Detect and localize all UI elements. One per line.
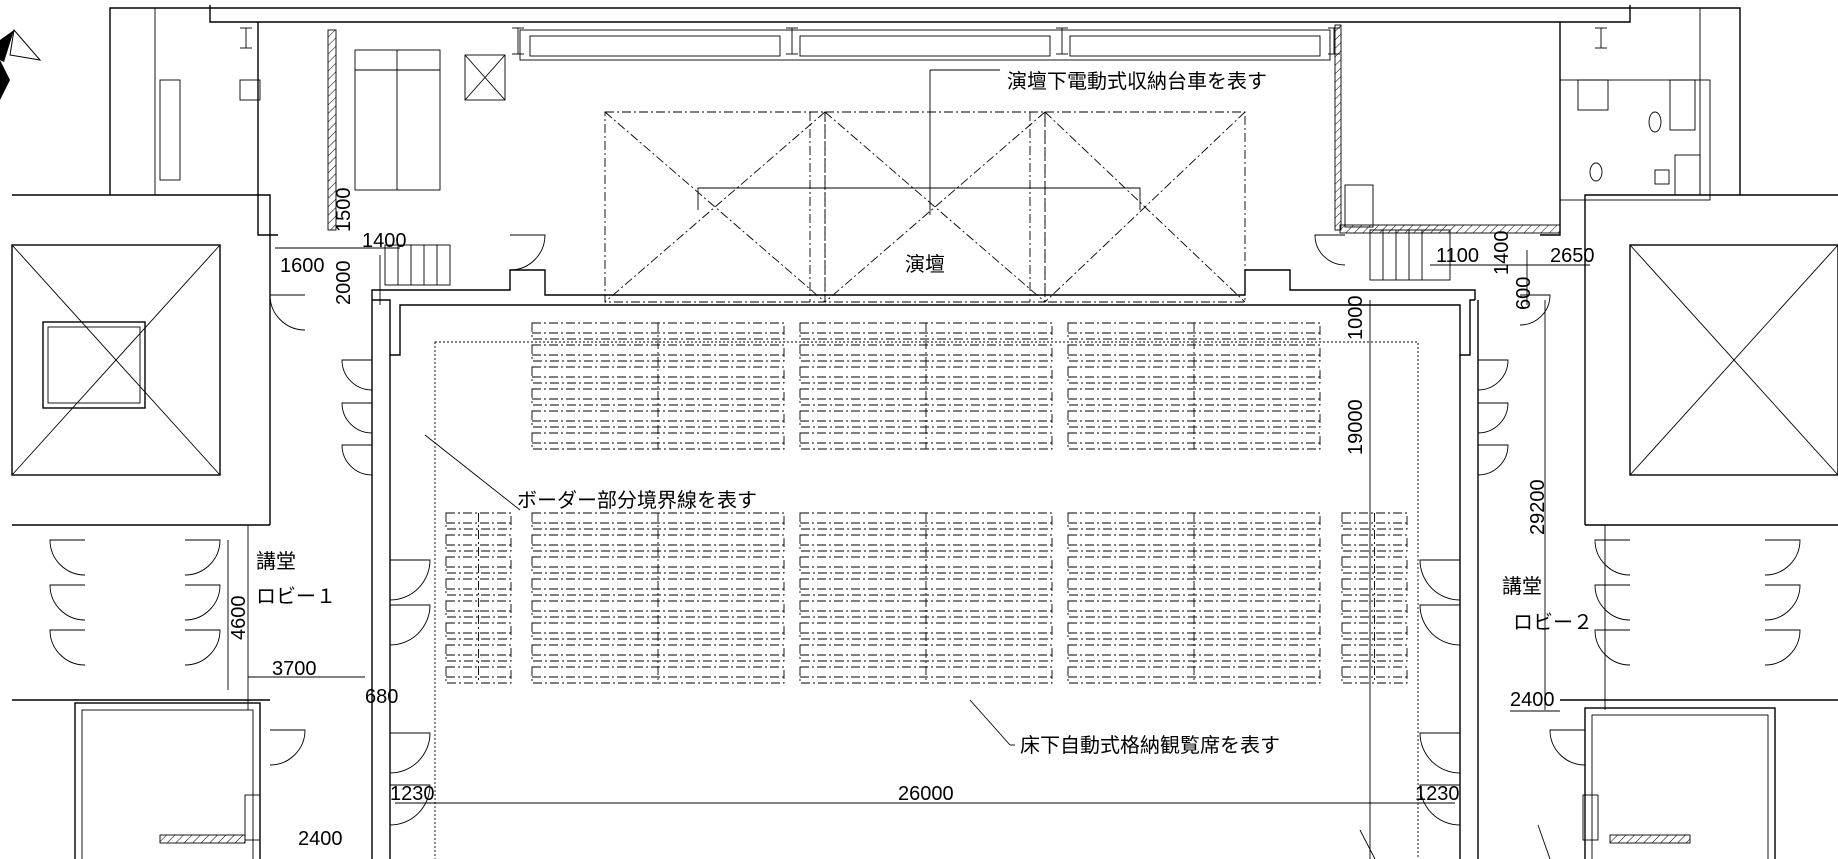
door-swing-icon — [509, 234, 546, 271]
dim-1600: 1600 — [280, 255, 325, 277]
stage-label: 演壇 — [905, 252, 945, 276]
seat-row — [445, 556, 512, 574]
door-swing-icon — [389, 604, 431, 646]
door-swing-icon — [269, 294, 306, 331]
north-arrow-icon — [0, 28, 42, 100]
door-swing-icon — [1519, 294, 1551, 326]
left-stair-core — [159, 29, 506, 286]
door-swing-icon — [341, 444, 373, 476]
seat-row — [1341, 644, 1408, 662]
door-swing-icons — [49, 234, 1801, 826]
dim-680: 680 — [365, 686, 398, 708]
seating-blocks — [445, 322, 1408, 684]
dim-1500: 1500 — [333, 188, 355, 233]
seat-row — [1341, 578, 1408, 596]
lobby2-title: 講堂 — [1502, 574, 1542, 598]
door-swing-icon — [1594, 539, 1631, 576]
door-swing-icon — [1549, 729, 1586, 766]
dim-19000: 19000 — [1345, 399, 1367, 455]
lobby1-name: ロビー１ — [256, 584, 336, 608]
seat-row — [445, 644, 512, 662]
door-swing-icon — [389, 732, 431, 774]
door-swing-icon — [49, 629, 86, 666]
stage-area — [371, 111, 1476, 356]
left-elevator-block — [11, 244, 221, 476]
door-swing-icon — [341, 359, 373, 391]
door-swing-icon — [1419, 732, 1461, 774]
column-markers — [240, 27, 1607, 55]
dim-4600: 4600 — [228, 596, 250, 641]
door-swing-icon — [184, 629, 221, 666]
seat-row — [445, 578, 512, 596]
seat-row — [445, 666, 512, 684]
door-swing-icon — [1477, 444, 1509, 476]
building-outline — [12, 5, 1838, 526]
door-swing-icon — [49, 539, 86, 576]
border-note: ボーダー部分境界線を表す — [517, 488, 757, 512]
door-swing-icon — [1477, 359, 1509, 391]
lobby2-name: ロビー２ — [1513, 610, 1593, 634]
door-swing-icon — [49, 584, 86, 621]
dim-1230-left: 1230 — [390, 783, 435, 805]
seat-row — [1341, 556, 1408, 574]
door-swing-icon — [184, 539, 221, 576]
seat-row — [1341, 600, 1408, 618]
door-swing-icon — [1419, 784, 1461, 826]
seat-row — [1341, 512, 1408, 530]
door-swing-icon — [1314, 234, 1346, 266]
seat-row — [1341, 622, 1408, 640]
seat-row — [445, 534, 512, 552]
dim-600: 600 — [1513, 277, 1535, 310]
seat-row — [445, 512, 512, 530]
door-swing-icon — [1477, 402, 1509, 434]
dim-3700: 3700 — [272, 658, 317, 680]
border-boundary — [434, 341, 1419, 859]
door-swing-icon — [341, 402, 373, 434]
dim-1400-right: 1400 — [1491, 231, 1513, 276]
door-swing-icon — [1764, 584, 1801, 621]
seating-note: 床下自動式格納観覧席を表す — [1020, 733, 1280, 757]
door-swing-icon — [184, 584, 221, 621]
hall-walls — [12, 300, 1838, 859]
dimension-lines — [227, 69, 1590, 859]
right-elevator-block — [1629, 244, 1838, 476]
lobby1-title: 講堂 — [256, 549, 296, 573]
dim-2400-left: 2400 — [298, 828, 343, 850]
seat-row — [445, 622, 512, 640]
door-swing-icon — [389, 559, 431, 601]
door-swing-icon — [1764, 539, 1801, 576]
door-swing-icon — [1764, 629, 1801, 666]
dim-1400-left: 1400 — [362, 230, 407, 252]
door-swing-icon — [1419, 604, 1461, 646]
dim-26000: 26000 — [898, 783, 954, 805]
elevator-cross-icon — [464, 54, 506, 101]
door-swing-icon — [1594, 629, 1631, 666]
seat-row — [1341, 534, 1408, 552]
dim-29200: 29200 — [1527, 479, 1549, 535]
door-swing-icon — [1419, 559, 1461, 601]
door-swing-icon — [269, 729, 306, 766]
dim-1000: 1000 — [1345, 296, 1367, 341]
dim-1230-right: 1230 — [1415, 783, 1460, 805]
right-stair-core — [1334, 24, 1711, 281]
seat-row — [445, 600, 512, 618]
dim-2400-right: 2400 — [1510, 689, 1555, 711]
seat-row — [1341, 666, 1408, 684]
dim-2650: 2650 — [1550, 245, 1595, 267]
door-swing-icon — [1594, 584, 1631, 621]
dim-1100: 1100 — [1436, 245, 1479, 267]
door-swing-icon — [389, 784, 431, 826]
dim-2000: 2000 — [333, 261, 355, 306]
stage-cart-note: 演壇下電動式収納台車を表す — [1007, 69, 1267, 93]
lower-rooms — [74, 702, 1776, 859]
